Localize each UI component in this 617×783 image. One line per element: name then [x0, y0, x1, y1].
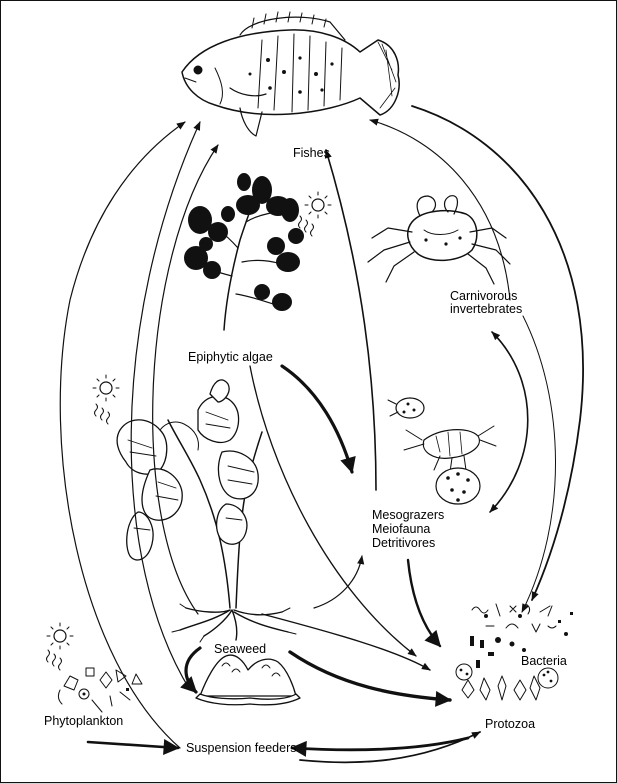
phytoplankton-illustration	[47, 623, 143, 712]
arrow-suspension-to-protozoa	[300, 732, 480, 762]
bacteria-protozoa-illustration	[456, 604, 573, 700]
label-suspension-feeders: Suspension feeders	[186, 741, 297, 755]
arrow-seaweed-to-suspension	[186, 648, 200, 692]
arrow-mesograzers-to-protozoa	[408, 560, 440, 646]
label-carnivorous-line2: invertebrates	[450, 302, 522, 316]
label-bacteria: Bacteria	[521, 654, 567, 668]
label-meiofauna: Meiofauna	[372, 522, 430, 536]
epiphytic-algae-illustration	[184, 173, 304, 330]
label-detritivores: Detritivores	[372, 536, 435, 550]
mesograzers-illustration	[388, 398, 496, 504]
arrow-seaweed-to-protozoa-2	[290, 652, 450, 700]
label-carnivorous-line1: Carnivorous	[450, 289, 517, 303]
arrow-invertebrates-mesograzers	[490, 332, 528, 512]
arrow-algae-to-mesograzers	[282, 366, 352, 472]
arrow-fishes-to-protozoa	[412, 106, 583, 600]
label-epiphytic-algae: Epiphytic algae	[188, 350, 273, 364]
arrow-mesograzers-to-fishes	[326, 150, 376, 490]
arrow-invertebrates-to-protozoa	[522, 316, 556, 612]
arrow-seaweed-to-mesograzers	[314, 556, 362, 608]
arrow-phytoplankton-to-suspension	[88, 742, 178, 748]
fish-illustration	[182, 12, 399, 136]
sun-icon	[299, 192, 332, 236]
label-protozoa: Protozoa	[485, 717, 535, 731]
arrow-suspension-to-fishes	[131, 122, 200, 690]
seaweed-illustration	[117, 380, 296, 642]
label-fishes: Fishes	[293, 146, 330, 160]
arrow-seaweed-to-protozoa-1	[262, 614, 430, 670]
label-seaweed: Seaweed	[214, 642, 266, 656]
label-phytoplankton: Phytoplankton	[44, 714, 123, 728]
label-mesograzers: Mesograzers	[372, 508, 444, 522]
crab-illustration	[368, 196, 510, 284]
suspension-feeders-illustration	[196, 655, 300, 705]
sun-icon	[93, 375, 119, 424]
